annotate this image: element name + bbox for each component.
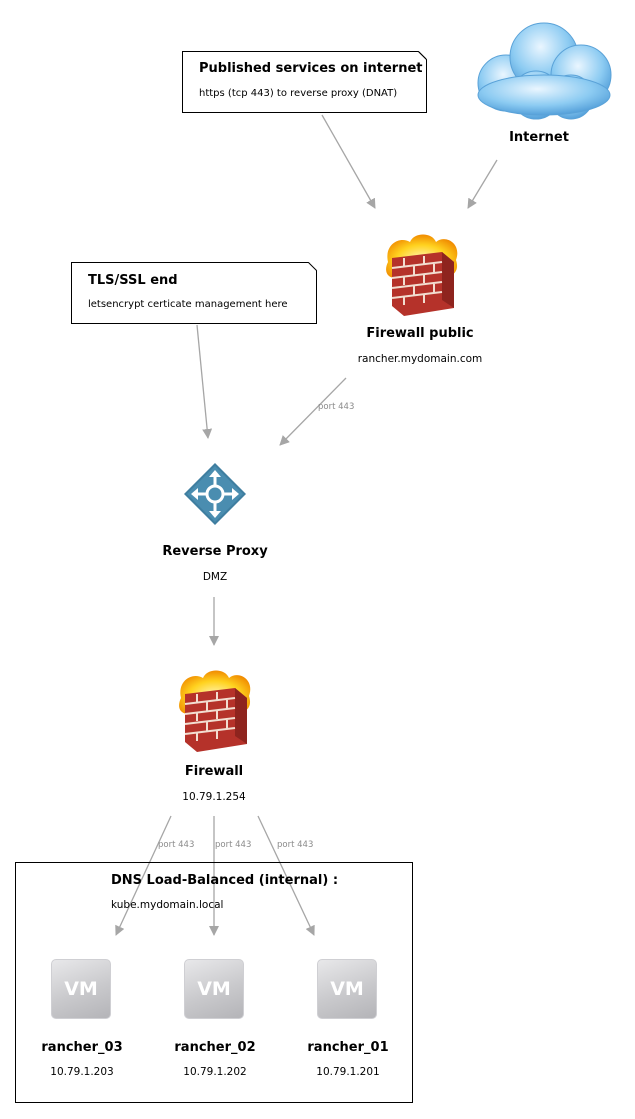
edge-note-published-to-firewall-public [321, 114, 376, 209]
edge-label-fw-rancher-01: port 443 [277, 840, 314, 850]
vm-name-rancher-03: rancher_03 [41, 1040, 123, 1055]
note-tls-text: letsencrypt certicate management here [88, 299, 288, 310]
group-subtitle: kube.mydomain.local [111, 899, 224, 911]
note-published-services: Published services on internet https (tc… [182, 51, 427, 113]
edge-label-fw-rancher-02: port 443 [215, 840, 252, 850]
note-published-text: https (tcp 443) to reverse proxy (DNAT) [199, 88, 398, 99]
router-icon [184, 463, 246, 525]
vm-icon: VM [184, 959, 244, 1019]
vm-ip-rancher-02: 10.79.1.202 [183, 1066, 247, 1078]
vm-name-rancher-02: rancher_02 [174, 1040, 256, 1055]
edge-note-tls-to-reverse-proxy [196, 324, 213, 439]
firewall-icon [386, 234, 458, 316]
edge-internet-to-firewall-public [467, 159, 498, 209]
vm-name-rancher-01: rancher_01 [307, 1040, 389, 1055]
vm-icon: VM [317, 959, 377, 1019]
firewall-icon [179, 670, 251, 752]
note-fold-icon [418, 51, 427, 60]
edge-firewall-public-to-reverse-proxy [279, 377, 347, 446]
cloud-icon [477, 22, 612, 120]
edge-firewall-to-rancher-01 [257, 815, 315, 936]
vm-ip-rancher-03: 10.79.1.203 [50, 1066, 114, 1078]
note-fold-icon [308, 262, 317, 271]
edge-label-fw-rancher-03: port 443 [158, 840, 195, 850]
firewall-ip: 10.79.1.254 [182, 791, 246, 803]
reverse-proxy-zone: DMZ [202, 571, 228, 583]
firewall-label: Firewall [184, 764, 244, 779]
internet-label: Internet [509, 130, 569, 145]
edge-firewall-to-rancher-03 [115, 815, 172, 936]
note-published-title: Published services on internet [199, 61, 423, 76]
firewall-public-label: Firewall public [366, 326, 474, 341]
dns-load-balanced-group: DNS Load-Balanced (internal) : kube.mydo… [15, 862, 413, 1103]
edge-label-fw-public-proxy: port 443 [318, 402, 355, 412]
note-tls-ssl: TLS/SSL end letsencrypt certicate manage… [71, 262, 317, 324]
vm-icon: VM [51, 959, 111, 1019]
group-title: DNS Load-Balanced (internal) : [111, 873, 339, 888]
firewall-public-hostname: rancher.mydomain.com [357, 353, 483, 365]
reverse-proxy-label: Reverse Proxy [162, 544, 268, 559]
note-tls-title: TLS/SSL end [88, 273, 178, 288]
vm-ip-rancher-01: 10.79.1.201 [316, 1066, 380, 1078]
